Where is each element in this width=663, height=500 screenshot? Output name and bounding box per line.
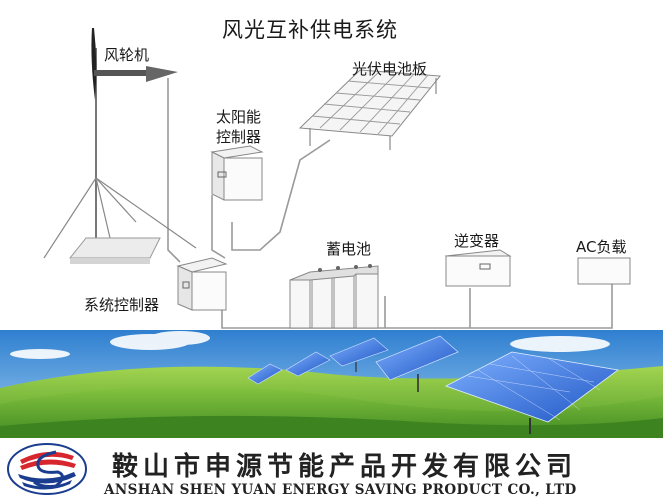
solar-panel-array <box>298 69 441 150</box>
turbine-tail-icon <box>146 66 178 82</box>
company-logo-icon <box>7 443 87 495</box>
system-diagram: 风光互补供电系统 风轮机 光伏电池板 太阳能 控制器 蓄电池 逆变器 AC负载 … <box>43 18 631 329</box>
label-solar-controller-line2: 控制器 <box>216 128 262 146</box>
wire-bottom-bus <box>221 282 613 329</box>
label-solar-panel: 光伏电池板 <box>352 60 428 78</box>
label-solar-controller-line1: 太阳能 <box>216 108 262 126</box>
solar-controller-box <box>210 145 264 201</box>
label-ac-load: AC负载 <box>576 238 627 256</box>
clouds <box>10 331 610 359</box>
landscape-photo <box>0 330 663 438</box>
company-footer: 鞍山市申源节能产品开发有限公司 ANSHAN SHEN YUAN ENERGY … <box>0 438 663 500</box>
field-solar-panels <box>247 335 619 434</box>
label-battery: 蓄电池 <box>326 240 372 258</box>
ac-load-box <box>577 257 631 285</box>
company-name-en: ANSHAN SHEN YUAN ENERGY SAVING PRODUCT C… <box>104 482 577 498</box>
label-system-controller: 系统控制器 <box>84 296 160 314</box>
inverter-box <box>444 249 512 287</box>
company-name-cn: 鞍山市申源节能产品开发有限公司 <box>112 452 578 482</box>
diagram-title: 风光互补供电系统 <box>222 18 398 42</box>
label-inverter: 逆变器 <box>454 232 500 250</box>
turbine-blade-icon <box>91 28 97 100</box>
label-wind-turbine: 风轮机 <box>104 46 150 64</box>
battery-bank <box>289 264 379 329</box>
landscape-drawing <box>0 330 663 438</box>
diagram-drawing <box>43 28 631 329</box>
system-controller-box <box>176 257 228 311</box>
wind-turbine <box>43 28 197 264</box>
wire-solar-controller-system <box>211 195 226 259</box>
wire-turbine-controller <box>167 78 181 263</box>
wire-panel-solarcontroller <box>231 139 331 251</box>
